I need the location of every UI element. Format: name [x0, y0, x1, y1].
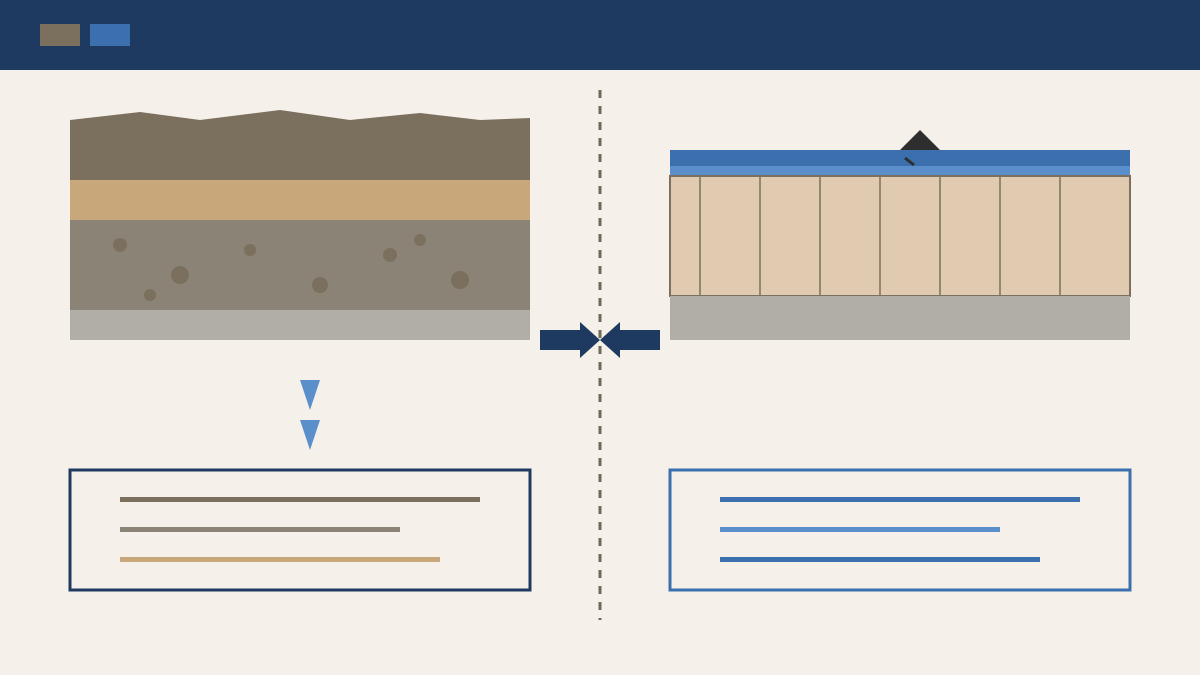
arrow-right-icon: [540, 322, 600, 358]
panel-base-layer: [670, 296, 1130, 340]
left-summary-box: [68, 468, 532, 592]
pebble: [144, 289, 156, 301]
converging-arrows-icon: [540, 322, 660, 358]
double-down-arrow-icon: [300, 380, 320, 450]
left-line-1: [120, 497, 480, 502]
right-line-3: [720, 557, 1040, 562]
gravel-pebbles: [113, 234, 469, 301]
soil-surface-layer: [70, 110, 530, 180]
earth-color-swatch: [40, 24, 80, 46]
arrow-left-icon: [600, 322, 660, 358]
pebble: [414, 234, 426, 246]
pebble: [171, 266, 189, 284]
triangle-marker-icon: [900, 130, 940, 150]
panel-body: [669, 175, 1131, 297]
panel-dividers: [699, 176, 1061, 296]
panel-cross-section: [669, 130, 1131, 340]
right-summary-box: [668, 468, 1132, 592]
left-line-2: [120, 527, 400, 532]
sand-layer: [70, 180, 530, 220]
right-line-1: [720, 497, 1080, 502]
left-box-frame: [68, 468, 532, 592]
pebble: [451, 271, 469, 289]
gravel-layer: [70, 220, 530, 310]
left-line-3: [120, 557, 440, 562]
tool-mark-icon: [904, 156, 915, 167]
pebble: [244, 244, 256, 256]
pebble: [312, 277, 328, 293]
membrane-lower-band: [670, 166, 1130, 176]
right-box-frame: [668, 468, 1132, 592]
pebble: [113, 238, 127, 252]
right-line-2: [720, 527, 1000, 532]
down-arrow-1-icon: [300, 380, 320, 410]
top-membrane-band: [670, 150, 1130, 166]
down-arrow-2-icon: [300, 420, 320, 450]
pebble: [383, 248, 397, 262]
blue-color-swatch: [90, 24, 130, 46]
bedrock-layer: [70, 310, 530, 340]
header-bar: [0, 0, 1200, 70]
soil-cross-section: [70, 110, 530, 340]
